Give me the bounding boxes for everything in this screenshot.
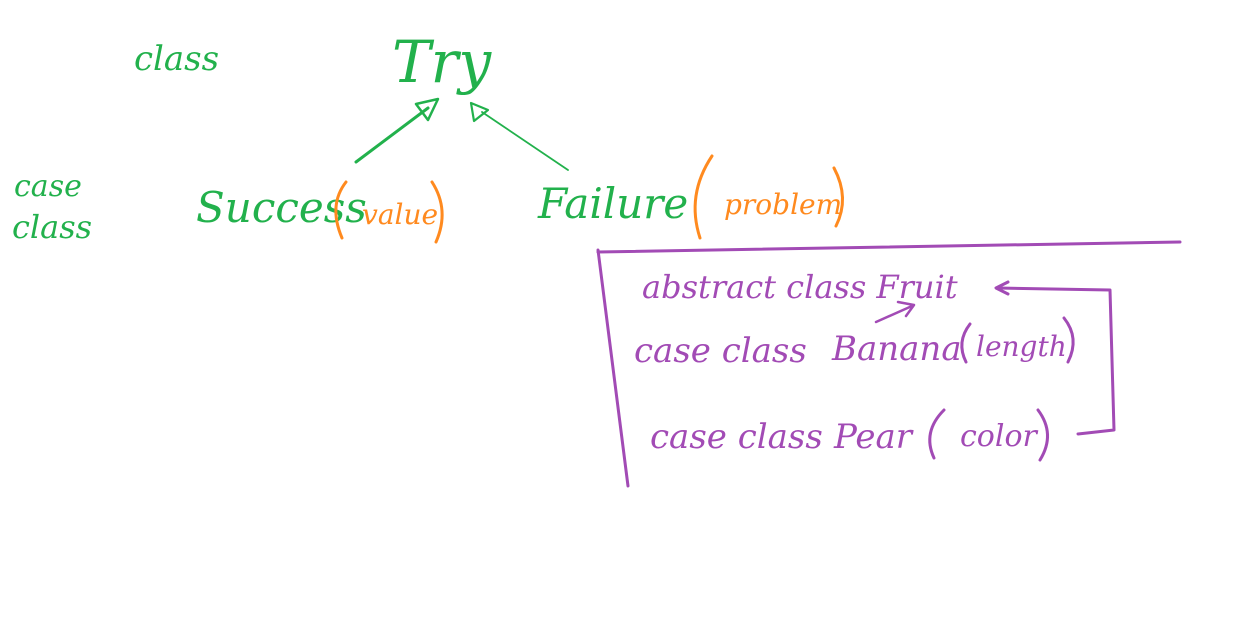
abstract-fruit-line: abstract class Fruit [642,268,958,306]
case-class-marker-line2: class [12,208,92,246]
pear-to-fruit-arrow-head [994,280,1010,296]
banana-param: length [976,330,1067,363]
failure-label: Failure [537,179,688,228]
banana-open-paren [960,322,972,364]
pear-param: color [960,419,1039,454]
success-to-try-arrow [354,97,440,164]
failure-param: problem [724,188,842,221]
success-open-paren [334,180,348,240]
pear-open-paren [928,408,946,460]
failure-open-paren [693,154,714,240]
pear-close-paren [1036,408,1049,462]
case-class-marker-line1: case [14,169,82,204]
banana-to-fruit-arrow-head [896,300,916,318]
failure-close-paren [832,166,844,228]
pear-to-fruit-connector [996,286,1116,436]
success-close-paren [430,180,444,244]
pear-decl: case class [650,417,823,457]
box-top-edge [596,240,1182,254]
success-arrow-head [414,97,440,122]
banana-decl: case class [634,331,807,371]
try-class-label: Try [392,28,492,96]
banana-close-paren [1062,316,1075,364]
fruit-hierarchy-box: abstract class Fruit case class Banana l… [596,240,1182,488]
box-left-edge [596,248,630,488]
failure-to-try-arrow [469,101,569,171]
failure-arrow-head [469,101,490,123]
pear-name: Pear [833,417,914,457]
success-arrow-shaft [354,106,430,164]
banana-to-fruit-arrow-shaft [874,304,914,324]
class-marker: class [134,39,219,79]
banana-name: Banana [831,329,962,369]
success-param: value [362,198,438,231]
failure-arrow-shaft [481,111,569,171]
